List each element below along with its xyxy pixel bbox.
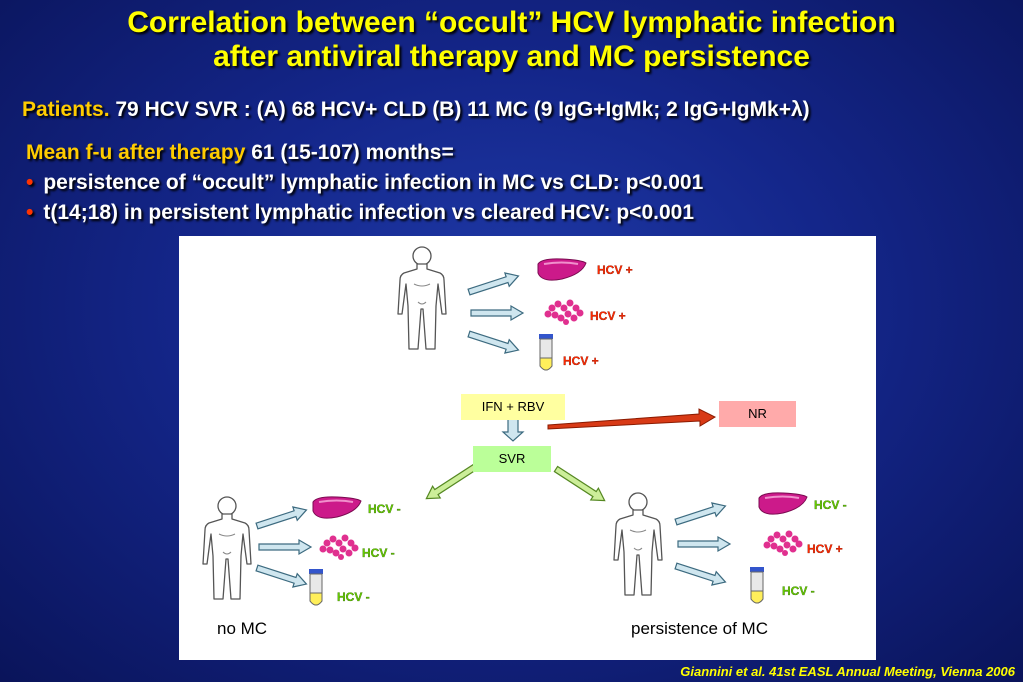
- label-right-liver: HCV -: [814, 498, 847, 512]
- bullet-2-text: t(14;18) in persistent lymphatic infecti…: [43, 201, 695, 224]
- label-top-liver: HCV +: [597, 263, 633, 277]
- title-line-1: Correlation between “occult” HCV lymphat…: [127, 6, 896, 39]
- label-top-cells: HCV +: [590, 309, 626, 323]
- arrow-svr-left: [421, 460, 480, 506]
- arrow-left-3: [254, 560, 310, 592]
- patient-figure-top: [397, 246, 447, 350]
- arrow-top-1: [466, 268, 522, 300]
- label-left-tube: HCV -: [337, 590, 370, 604]
- arrow-svr-right: [551, 462, 610, 508]
- arrow-right-2: [677, 536, 731, 552]
- blood-tube-icon: [308, 568, 324, 606]
- diagram-panel: HCV + HCV + HCV + HCV - HCV - HCV - HCV …: [179, 236, 876, 660]
- liver-icon: [312, 495, 362, 520]
- liver-icon: [758, 491, 808, 516]
- lymphocytes-icon: [544, 299, 584, 325]
- liver-icon: [537, 257, 587, 282]
- arrow-left-2: [258, 539, 312, 555]
- patients-line: Patients. 79 HCV SVR : (A) 68 HCV+ CLD (…: [22, 98, 810, 122]
- treatment-box: IFN + RBV: [461, 394, 565, 420]
- bullet-1-text: persistence of “occult” lymphatic infect…: [43, 171, 704, 194]
- arrow-top-2: [470, 305, 524, 321]
- bullet-1: • persistence of “occult” lymphatic infec…: [26, 171, 703, 195]
- nr-box: NR: [719, 401, 796, 427]
- patient-figure-right: [613, 492, 663, 596]
- lymphocytes-icon: [319, 534, 359, 560]
- citation: Giannini et al. 41st EASL Annual Meeting…: [680, 664, 1015, 679]
- patients-text: 79 HCV SVR : (A) 68 HCV+ CLD (B) 11 MC (…: [115, 98, 810, 121]
- arrow-right-1: [673, 498, 729, 530]
- label-top-tube: HCV +: [563, 354, 599, 368]
- arrow-left-1: [254, 502, 310, 534]
- followup-line: Mean f-u after therapy 61 (15-107) month…: [26, 141, 454, 165]
- arrow-nr: [547, 408, 717, 430]
- label-right-cells: HCV +: [807, 542, 843, 556]
- svr-box: SVR: [473, 446, 551, 472]
- caption-persistence-mc: persistence of MC: [631, 619, 768, 638]
- bullet-icon: •: [26, 171, 34, 194]
- label-left-liver: HCV -: [368, 502, 401, 516]
- title-line-2: after antiviral therapy and MC persisten…: [213, 40, 810, 73]
- label-left-cells: HCV -: [362, 546, 395, 560]
- diagram-svg: HCV + HCV + HCV + HCV - HCV - HCV - HCV …: [202, 246, 847, 606]
- followup-label: Mean f-u after therapy: [26, 141, 246, 164]
- bullet-icon: •: [26, 201, 34, 224]
- arrow-down: [501, 417, 525, 442]
- blood-tube-icon: [538, 333, 554, 371]
- bullet-2: • t(14;18) in persistent lymphatic infect…: [26, 201, 694, 225]
- arrow-right-3: [673, 558, 729, 590]
- arrow-top-3: [466, 326, 522, 358]
- blood-tube-icon: [749, 566, 765, 604]
- patient-figure-left: [202, 496, 252, 600]
- caption-no-mc: no MC: [217, 619, 268, 638]
- slide-title: Correlation between “occult” HCV lymphat…: [0, 6, 1023, 74]
- label-right-tube: HCV -: [782, 584, 815, 598]
- patients-label: Patients.: [22, 98, 110, 121]
- followup-text: 61 (15-107) months=: [251, 141, 454, 164]
- lymphocytes-icon: [763, 530, 803, 556]
